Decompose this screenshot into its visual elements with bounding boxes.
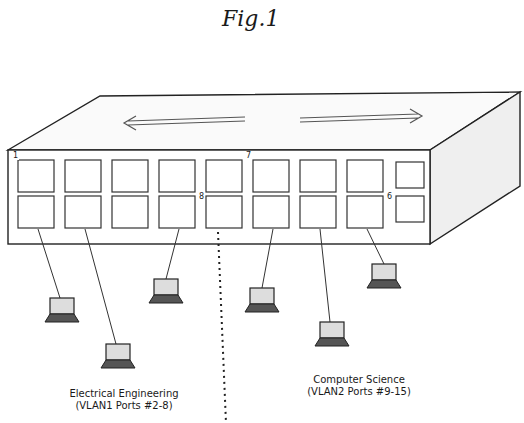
port — [65, 196, 101, 228]
port — [347, 196, 383, 228]
laptop-icon — [149, 279, 183, 303]
port-number: 8 — [198, 193, 205, 201]
laptop-group — [45, 264, 401, 368]
vlan-label: Electrical Engineering (VLAN1 Ports #2-8… — [60, 388, 188, 412]
laptop-icon — [315, 322, 349, 346]
port-number: 1 — [12, 152, 19, 160]
cable — [85, 229, 116, 344]
port — [206, 160, 242, 192]
switch-body — [8, 92, 520, 244]
port — [159, 196, 195, 228]
laptop-base — [45, 314, 79, 322]
laptop-screen — [106, 344, 130, 360]
port — [112, 196, 148, 228]
port — [65, 160, 101, 192]
right-arrow — [300, 109, 422, 123]
port — [300, 160, 336, 192]
laptop-base — [245, 304, 279, 312]
laptop-icon — [101, 344, 135, 368]
laptop-base — [149, 295, 183, 303]
cable — [38, 229, 60, 298]
switch-side — [430, 92, 520, 244]
uplink-port — [396, 162, 424, 188]
port-number: 7 — [245, 152, 252, 160]
port-number: 6 — [386, 193, 393, 201]
port — [18, 160, 54, 192]
switch-front — [8, 150, 430, 244]
laptop-base — [101, 360, 135, 368]
laptop-base — [367, 280, 401, 288]
laptop-screen — [320, 322, 344, 338]
port — [253, 160, 289, 192]
laptop-icon — [245, 288, 279, 312]
port — [18, 196, 54, 228]
cable — [166, 229, 179, 279]
vlan-label: Computer Science (VLAN2 Ports #9-15) — [300, 374, 418, 398]
port — [253, 196, 289, 228]
cable — [320, 229, 330, 322]
port — [159, 160, 195, 192]
figure-title: Fig.1 — [222, 6, 279, 31]
laptop-base — [315, 338, 349, 346]
cable — [262, 229, 273, 288]
laptop-screen — [372, 264, 396, 280]
vlan-divider — [218, 232, 226, 423]
port — [206, 196, 242, 228]
cable — [367, 229, 384, 264]
cables — [38, 229, 384, 344]
traffic-arrows — [124, 109, 422, 130]
laptop-icon — [45, 298, 79, 322]
port — [347, 160, 383, 192]
laptop-screen — [154, 279, 178, 295]
port-group — [18, 160, 383, 228]
port — [112, 160, 148, 192]
laptop-icon — [367, 264, 401, 288]
laptop-screen — [250, 288, 274, 304]
laptop-screen — [50, 298, 74, 314]
left-arrow — [124, 116, 245, 130]
uplink-port — [396, 196, 424, 222]
port — [300, 196, 336, 228]
